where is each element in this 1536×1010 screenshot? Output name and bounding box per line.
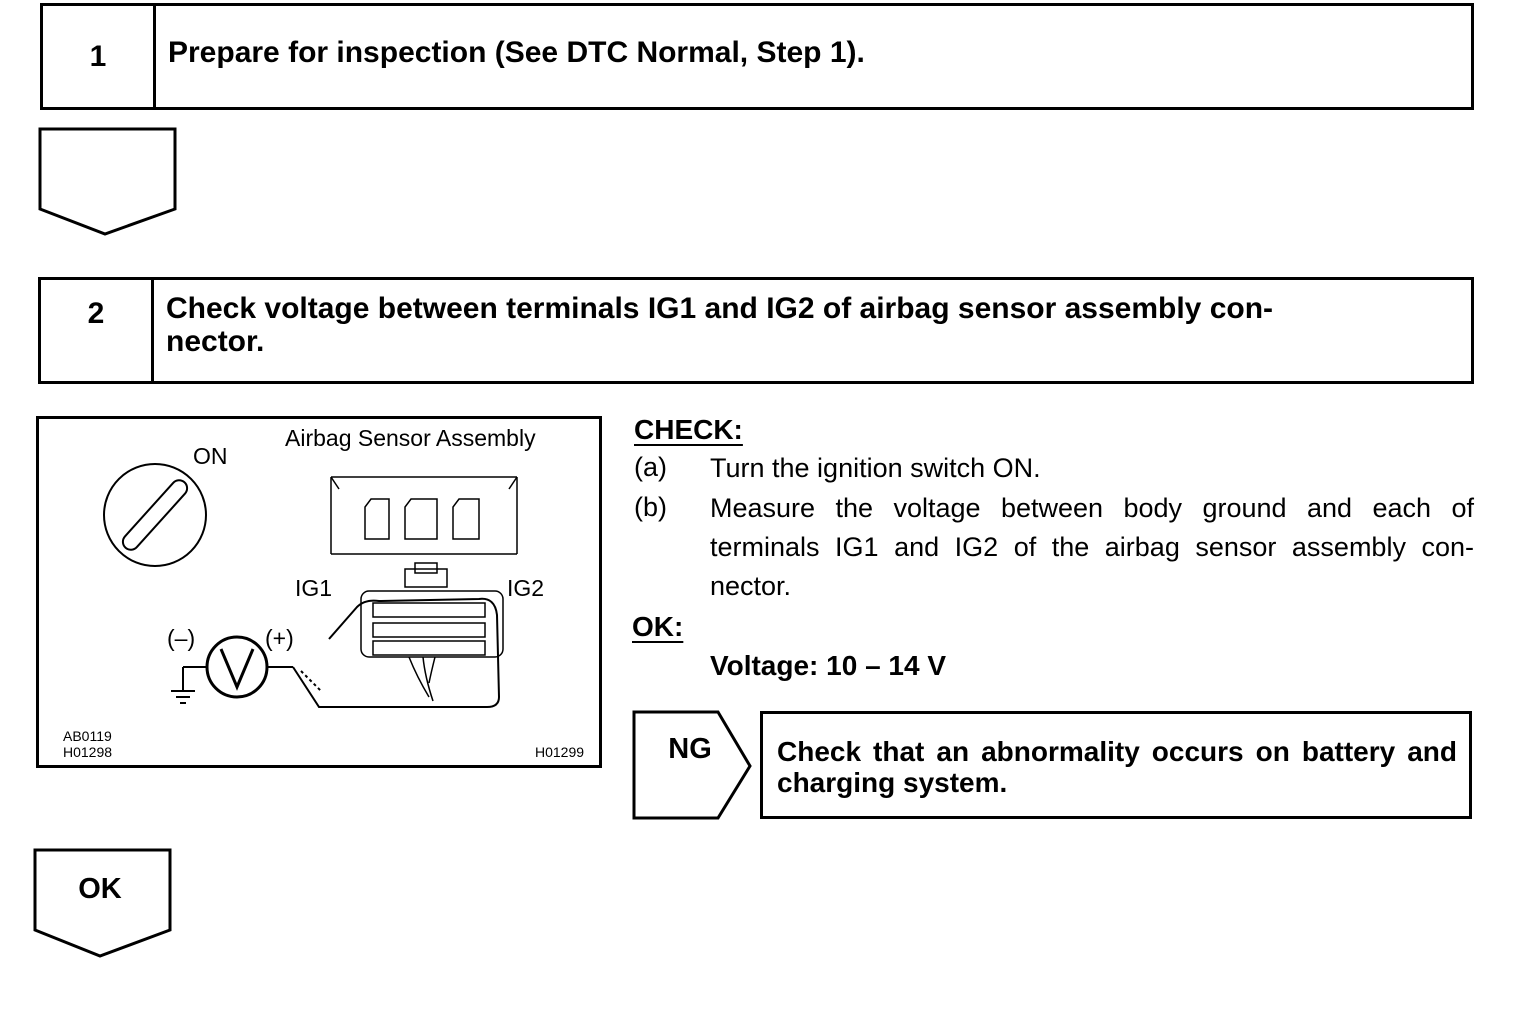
ng-label: NG — [668, 733, 712, 765]
step-1-number: 1 — [43, 6, 156, 107]
check-item-b-label: (b) — [634, 492, 667, 522]
flow-arrow-down-icon — [38, 127, 177, 236]
terminal-ig1-label: IG1 — [295, 575, 333, 601]
ok-label: OK — [78, 873, 122, 905]
harness-connector-icon — [360, 562, 504, 702]
ground-symbol-icon — [171, 690, 195, 704]
voltage-spec: Voltage: 10 – 14 V — [710, 650, 947, 681]
connector-housing-icon — [330, 476, 518, 555]
meter-minus-label: (–) — [167, 625, 196, 651]
step-2-title: Check voltage between terminals IG1 and … — [166, 291, 1274, 358]
voltmeter-icon — [182, 635, 293, 699]
terminal-ig2-label: IG2 — [507, 575, 545, 601]
ignition-label: ON — [193, 443, 228, 469]
check-heading: CHECK: — [634, 414, 743, 445]
wiring-illustration: Airbag Sensor Assembly ON IG1 IG2 (–) (+… — [36, 416, 602, 768]
ok-heading: OK: — [632, 611, 684, 642]
ng-action-box: Check that an abnormality occurs on batt… — [760, 711, 1472, 819]
ignition-switch-icon — [103, 463, 207, 567]
ng-arrow-icon — [632, 710, 752, 820]
check-item-b-text: Measure the voltage between body ground … — [710, 493, 1474, 601]
meter-plus-label: (+) — [265, 625, 294, 651]
step-1-box: 1 Prepare for inspection (See DTC Normal… — [40, 3, 1474, 110]
step-2-number: 2 — [41, 280, 154, 381]
check-item-a-label: (a) — [634, 452, 667, 482]
figure-code-left-1: AB0119 — [63, 728, 112, 744]
ok-arrow-icon — [33, 848, 172, 958]
figure-code-right: H01299 — [535, 744, 585, 760]
step-2-box: 2 Check voltage between terminals IG1 an… — [38, 277, 1474, 384]
figure-title: Airbag Sensor Assembly — [285, 425, 536, 451]
illustration-drawing — [103, 463, 518, 708]
step-1-title: Prepare for inspection (See DTC Normal, … — [168, 36, 865, 69]
check-item-a-text: Turn the ignition switch ON. — [710, 453, 1041, 483]
figure-code-left-2: H01298 — [63, 744, 113, 760]
